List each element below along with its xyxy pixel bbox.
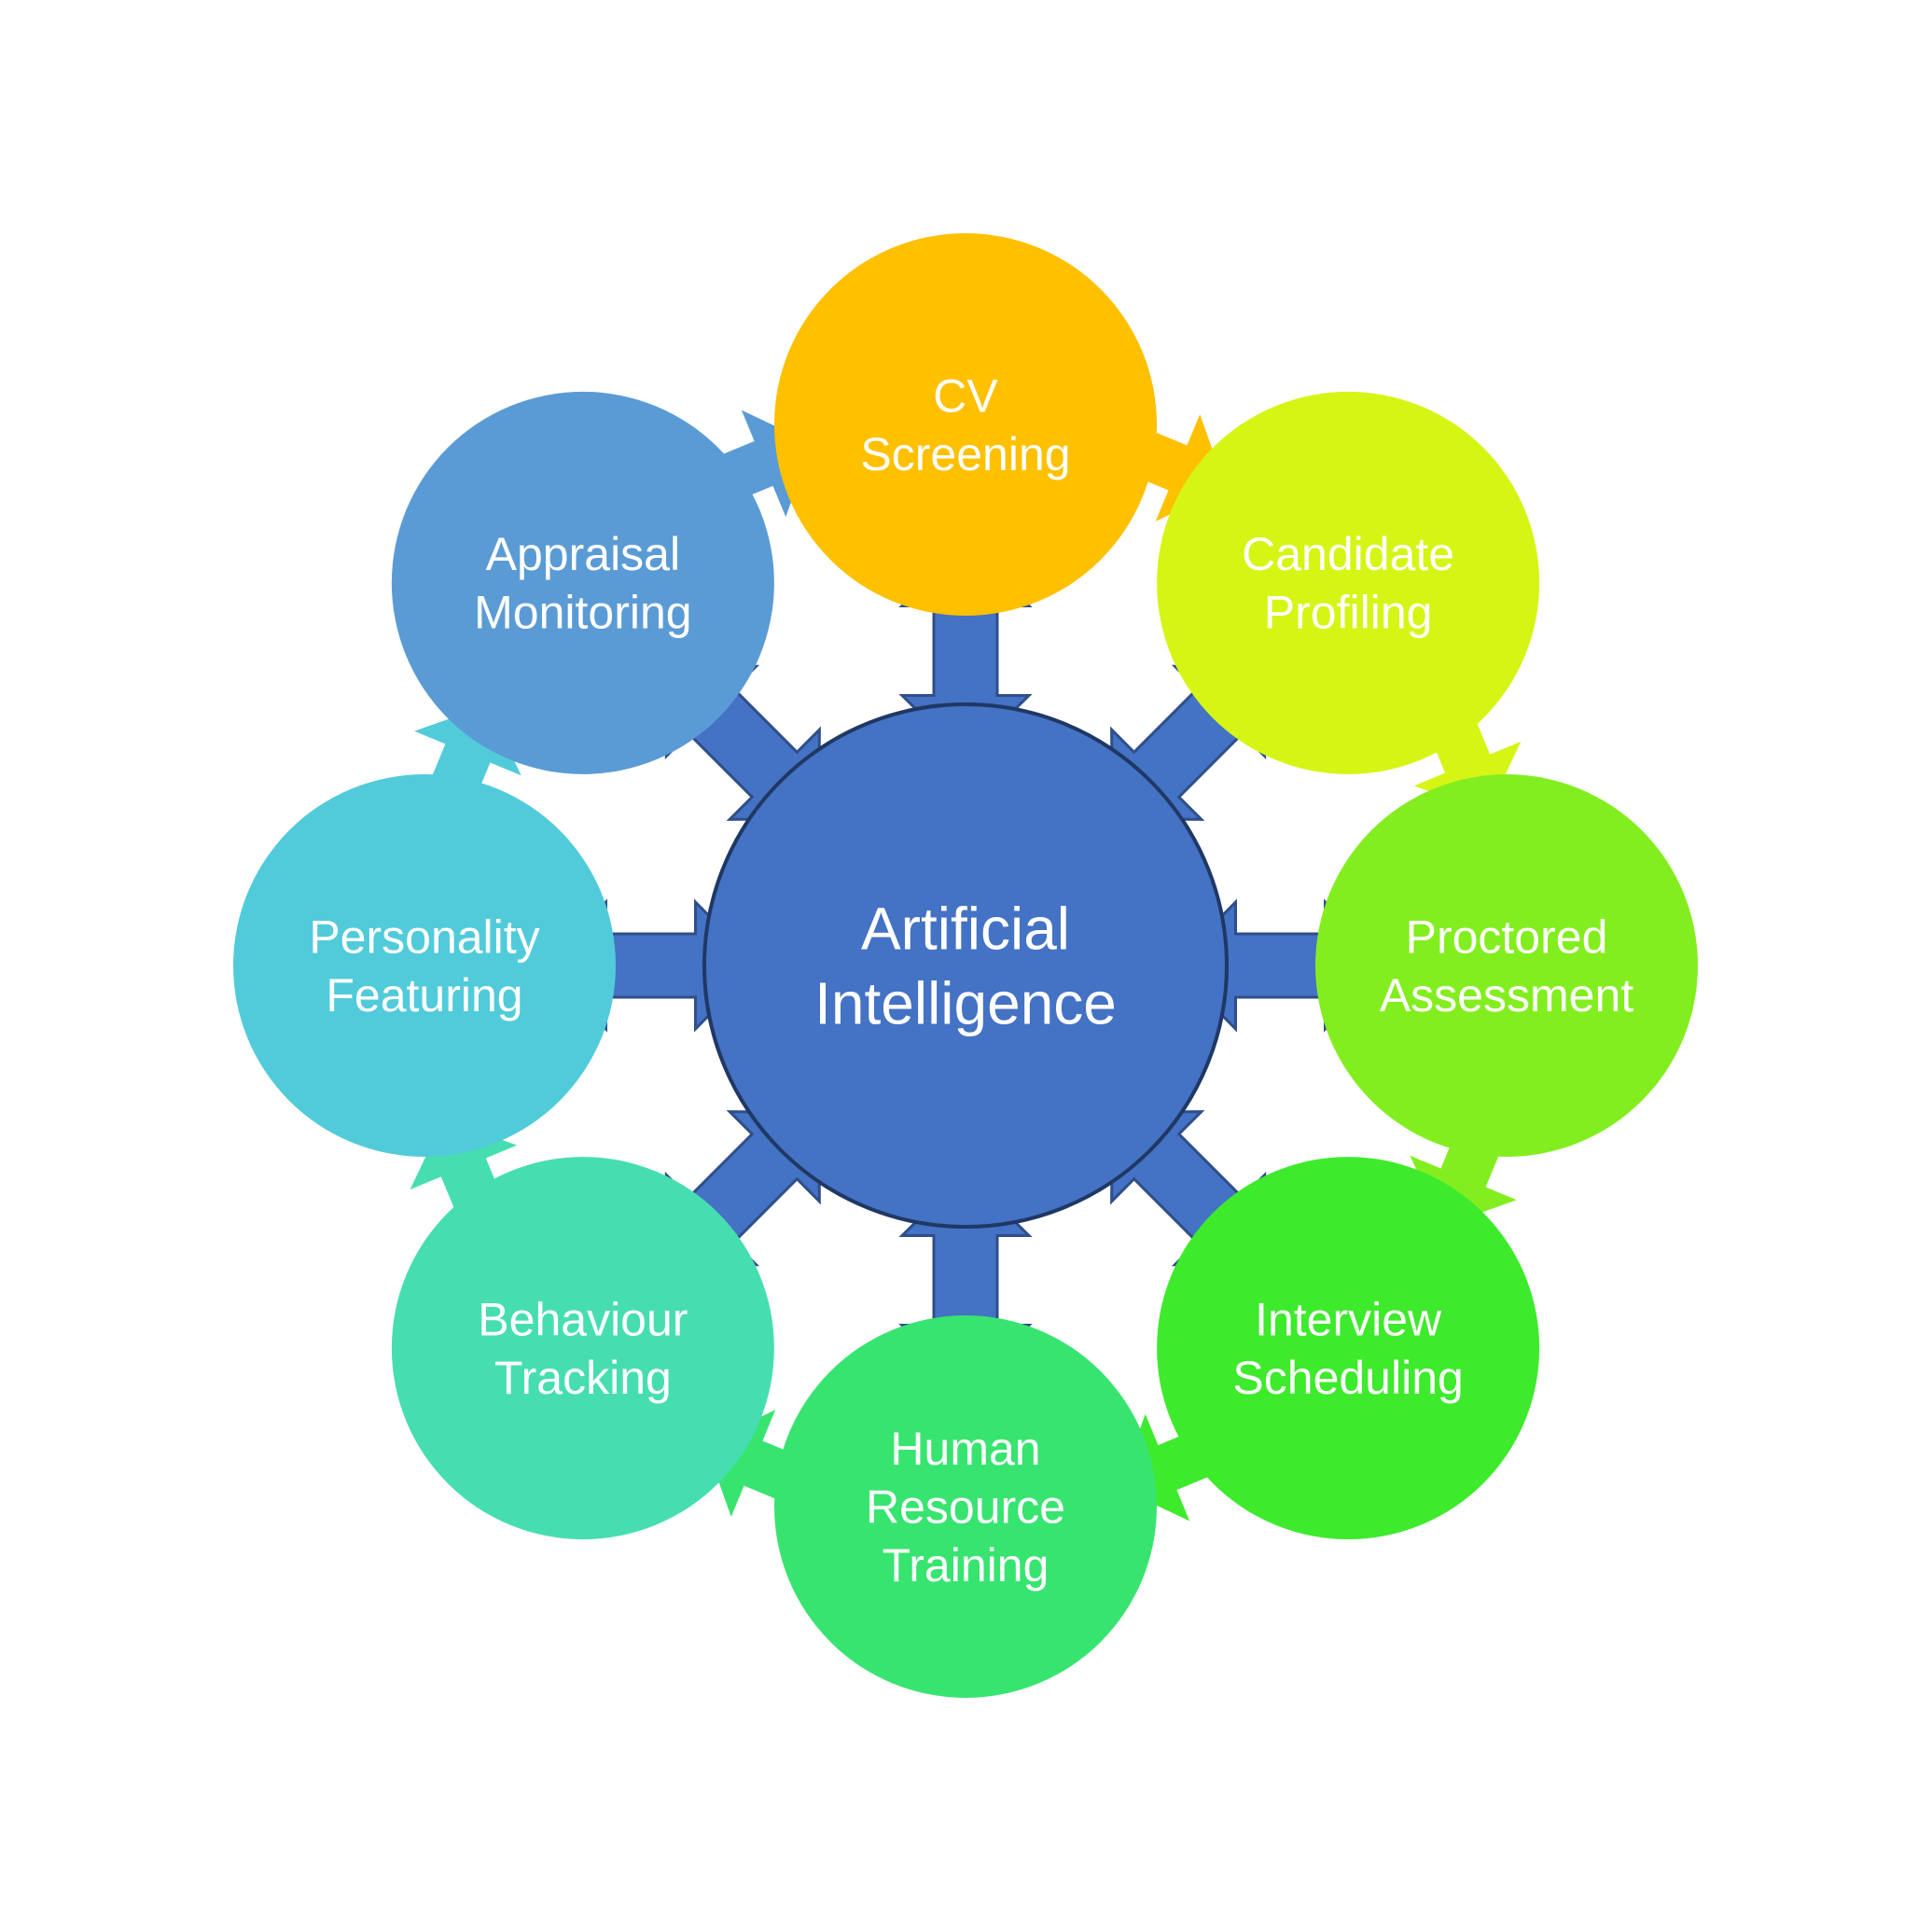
node-circle: [1157, 1157, 1540, 1540]
nodes: CVScreeningCandidateProfilingProctoredAs…: [233, 233, 1698, 1698]
node-circle: [774, 1315, 1157, 1698]
node-candidate-profiling-label-line-2: Profiling: [1264, 587, 1433, 639]
node-personality-featuring-label-line-1: Personality: [309, 910, 539, 963]
node-human-resource-training-label-line-2: Resource: [866, 1481, 1065, 1534]
node-circle: [391, 1157, 774, 1540]
node-proctored-assessment-label-line-2: Assessment: [1380, 969, 1633, 1022]
node-behaviour-tracking-label-line-1: Behaviour: [478, 1293, 688, 1345]
node-circle: [1315, 774, 1698, 1157]
node-circle: [391, 391, 774, 774]
node-appraisal-monitoring-label-line-2: Monitoring: [474, 587, 691, 639]
center-label-line-2: Intelligence: [814, 969, 1117, 1036]
node-circle: [774, 233, 1157, 616]
node-circle: [233, 774, 616, 1157]
node-personality-featuring-label-line-2: Featuring: [326, 969, 522, 1022]
node-interview-scheduling-label-line-1: Interview: [1255, 1293, 1442, 1345]
node-behaviour-tracking-label-line-2: Tracking: [494, 1352, 672, 1404]
node-proctored-assessment-label-line-1: Proctored: [1406, 910, 1608, 963]
node-human-resource-training-label-line-3: Training: [883, 1539, 1049, 1591]
center-label-line-1: Artificial: [861, 895, 1070, 962]
node-interview-scheduling-label-line-2: Scheduling: [1232, 1352, 1463, 1404]
node-cv-screening: CV Screening: [774, 233, 1157, 616]
node-cv-screening-label-line-1: CV: [933, 369, 998, 422]
center-circle: [702, 702, 1229, 1229]
node-appraisal-monitoring-label-line-1: Appraisal: [486, 528, 680, 580]
node-human-resource-training-label-line-1: Human: [890, 1423, 1040, 1475]
node-circle: [1157, 391, 1540, 774]
node-candidate-profiling-label-line-1: Candidate: [1242, 528, 1454, 580]
node-cv-screening-label-line-2: Screening: [860, 428, 1070, 480]
